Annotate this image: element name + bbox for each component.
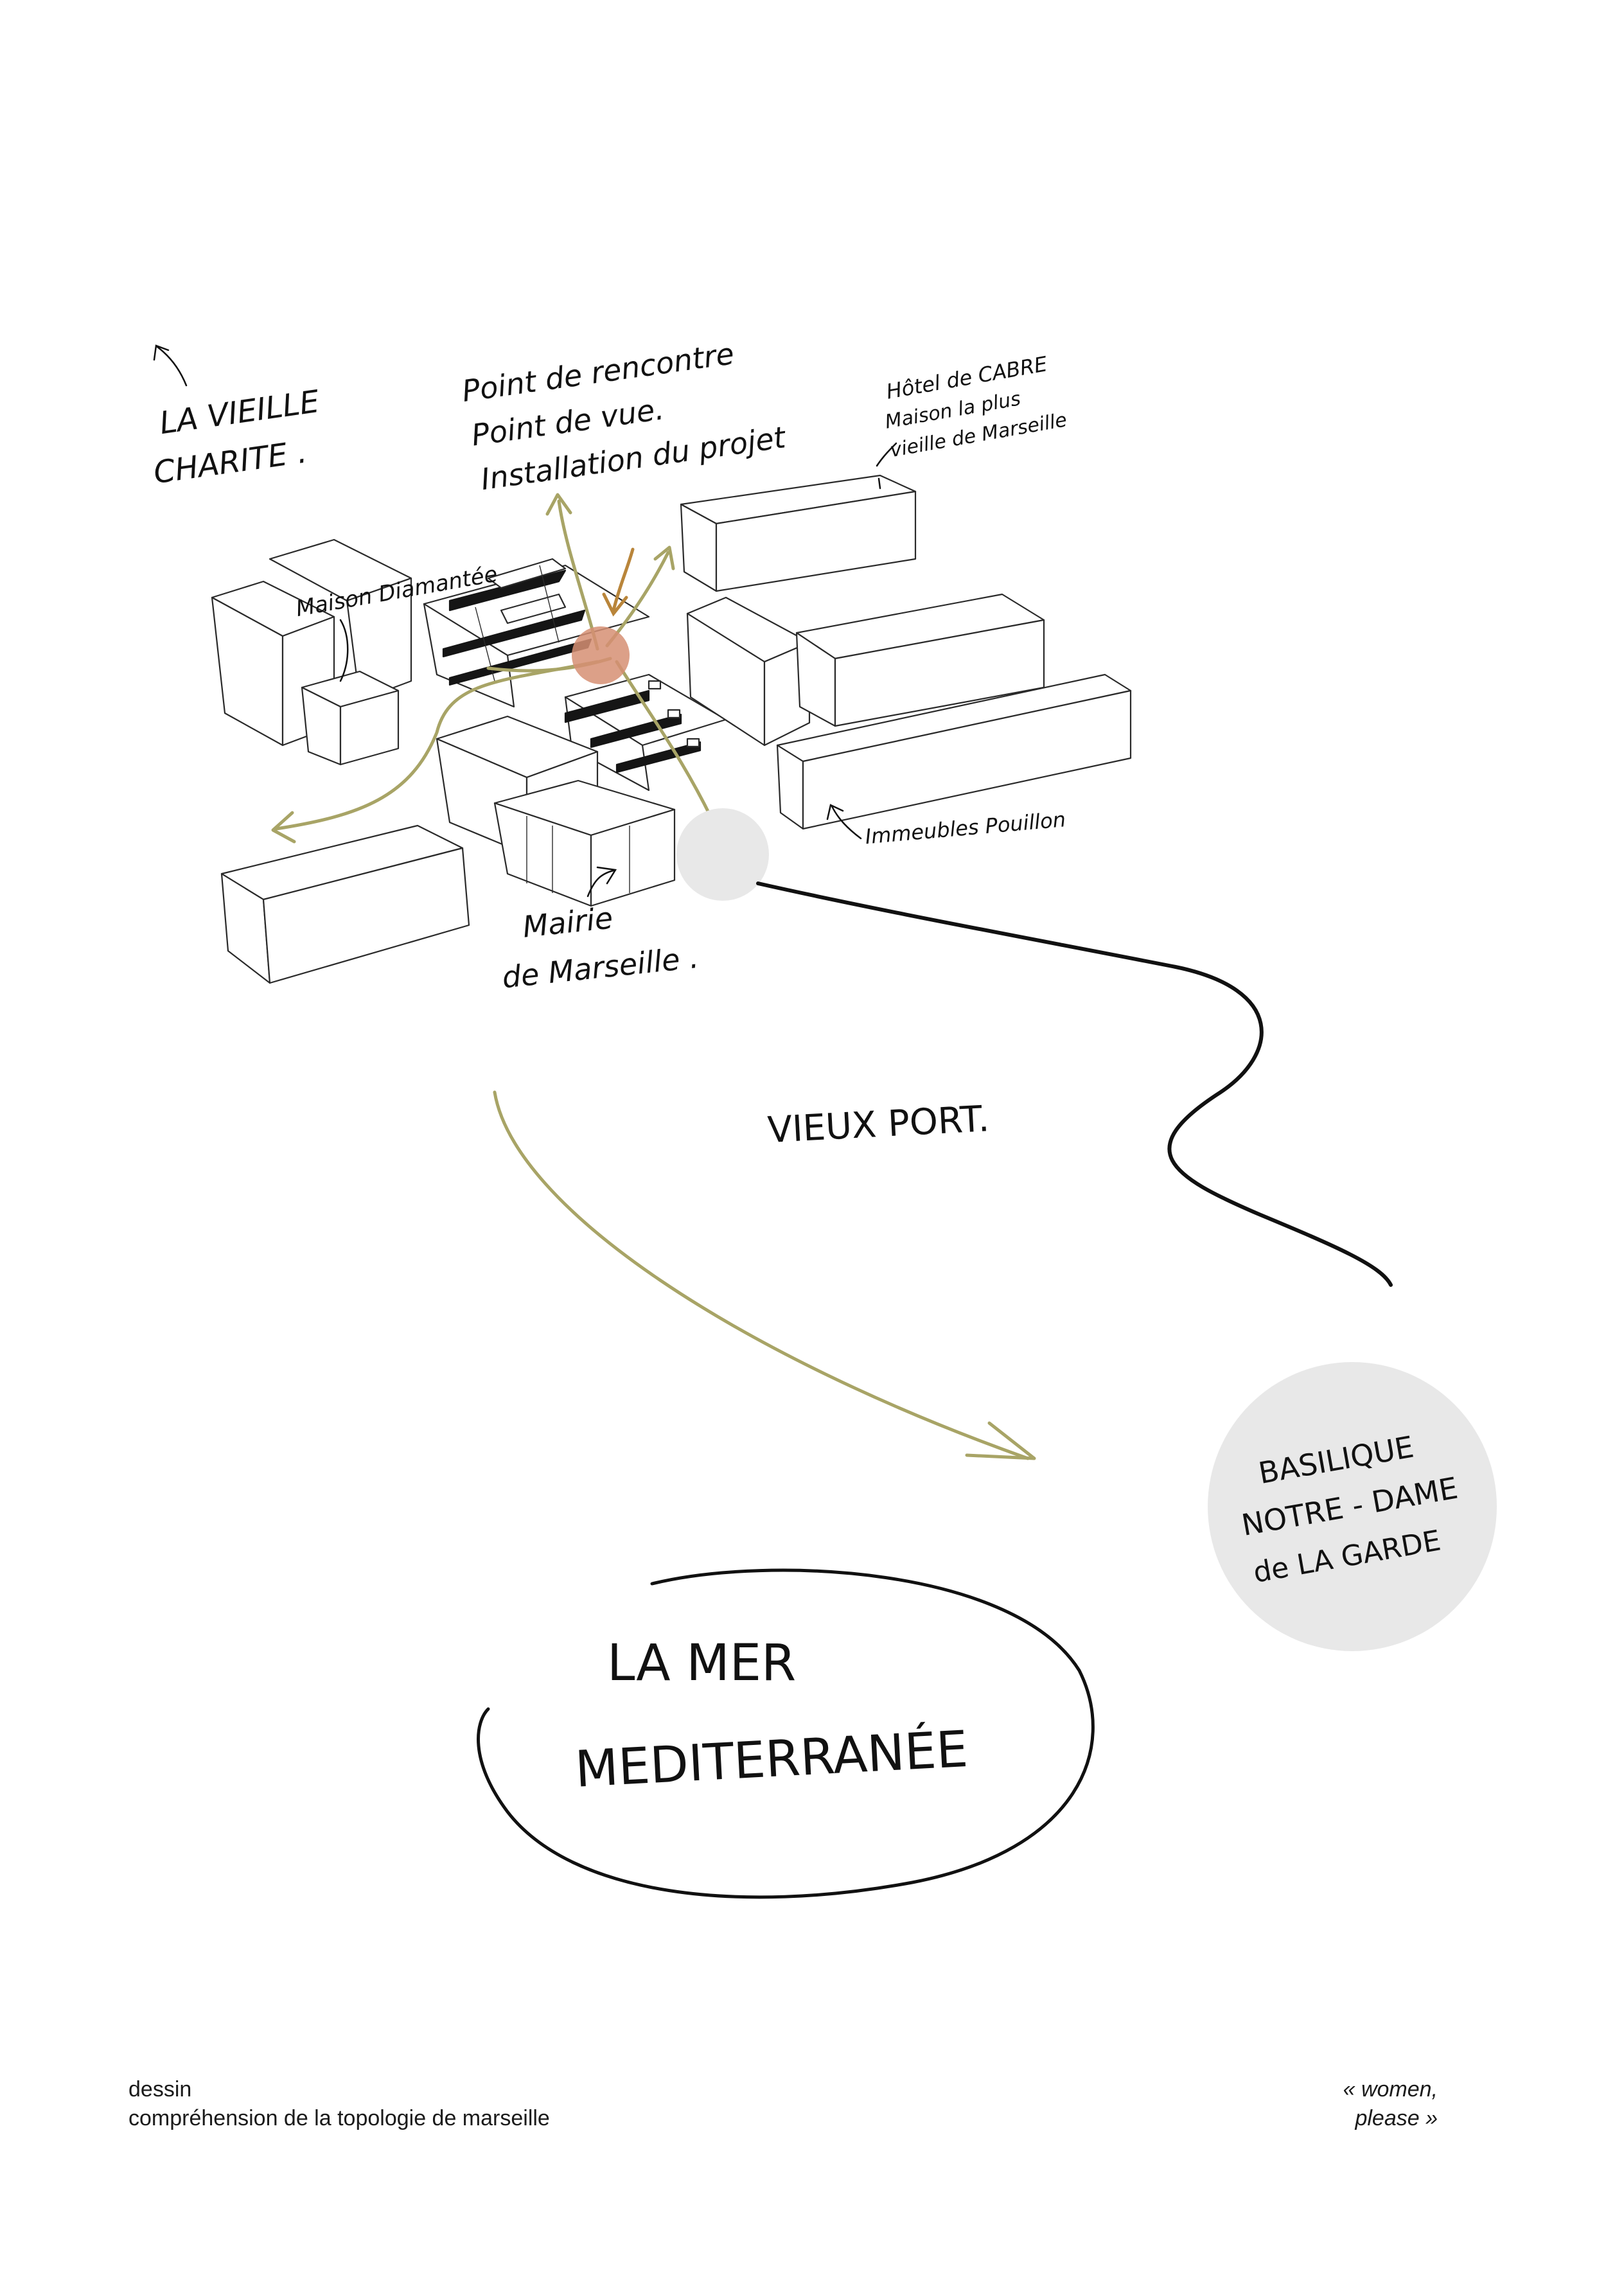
label-point-de-rencontre: Point de rencontre Point de vue. Install… [460, 336, 789, 497]
meeting-point-marker [572, 626, 630, 684]
building-block-south-ilot [564, 673, 727, 792]
point-de-rencontre-line1: Point de rencontre [460, 336, 736, 409]
building-hotel-de-cabre [680, 474, 917, 592]
label-immeubles-pouillon: Immeubles Pouillon [864, 807, 1066, 849]
building-mairie-de-marseille [493, 779, 676, 907]
la-mer-line2: MEDITERRANÉE [574, 1719, 969, 1799]
footer-caption: dessin compréhension de la topologie de … [128, 2075, 550, 2133]
footer-tagline: « women, please » [1343, 2075, 1438, 2133]
olive-arrows [271, 493, 1036, 1460]
grey-disc-marker [676, 808, 769, 901]
building-block-central-ilot [423, 558, 650, 708]
building-immeubles-pouillon [776, 673, 1132, 830]
footer-title: dessin [128, 2077, 192, 2102]
label-la-mer: LA MER MEDITERRANÉE [574, 1634, 969, 1799]
la-vieille-charite-line2: CHARITE . [152, 434, 310, 491]
basilique-disc [1208, 1362, 1497, 1651]
label-vieux-port: VIEUX PORT. [766, 1098, 990, 1151]
footer-subtitle: compréhension de la topologie de marseil… [128, 2106, 550, 2130]
vieux-port-coastline [756, 881, 1393, 1287]
label-hotel-de-cabre: Hôtel de CABRE Maison la plus vieille de… [883, 351, 1068, 462]
building-block-southwest [220, 824, 470, 984]
mediterranee-loop [477, 1568, 1095, 1899]
label-mairie: Mairie de Marseille . [500, 900, 700, 995]
la-vieille-charite-line1: LA VIEILLE [157, 384, 322, 441]
mairie-line2: de Marseille . [500, 940, 700, 995]
label-la-vieille-charite: LA VIEILLE CHARITE . [152, 384, 322, 491]
pointer-arrows [153, 344, 897, 898]
vieux-port-text: VIEUX PORT. [766, 1098, 990, 1151]
ochre-arrow [602, 547, 635, 617]
building-maison-diamantee [301, 670, 400, 766]
immeubles-pouillon-text: Immeubles Pouillon [864, 807, 1066, 849]
la-mer-line1: LA MER [607, 1634, 796, 1692]
building-block-east-mid [686, 593, 1045, 747]
mairie-line1: Mairie [521, 900, 615, 944]
footer-tagline-line1: « women, [1343, 2077, 1438, 2102]
footer-tagline-line2: please » [1355, 2106, 1438, 2130]
